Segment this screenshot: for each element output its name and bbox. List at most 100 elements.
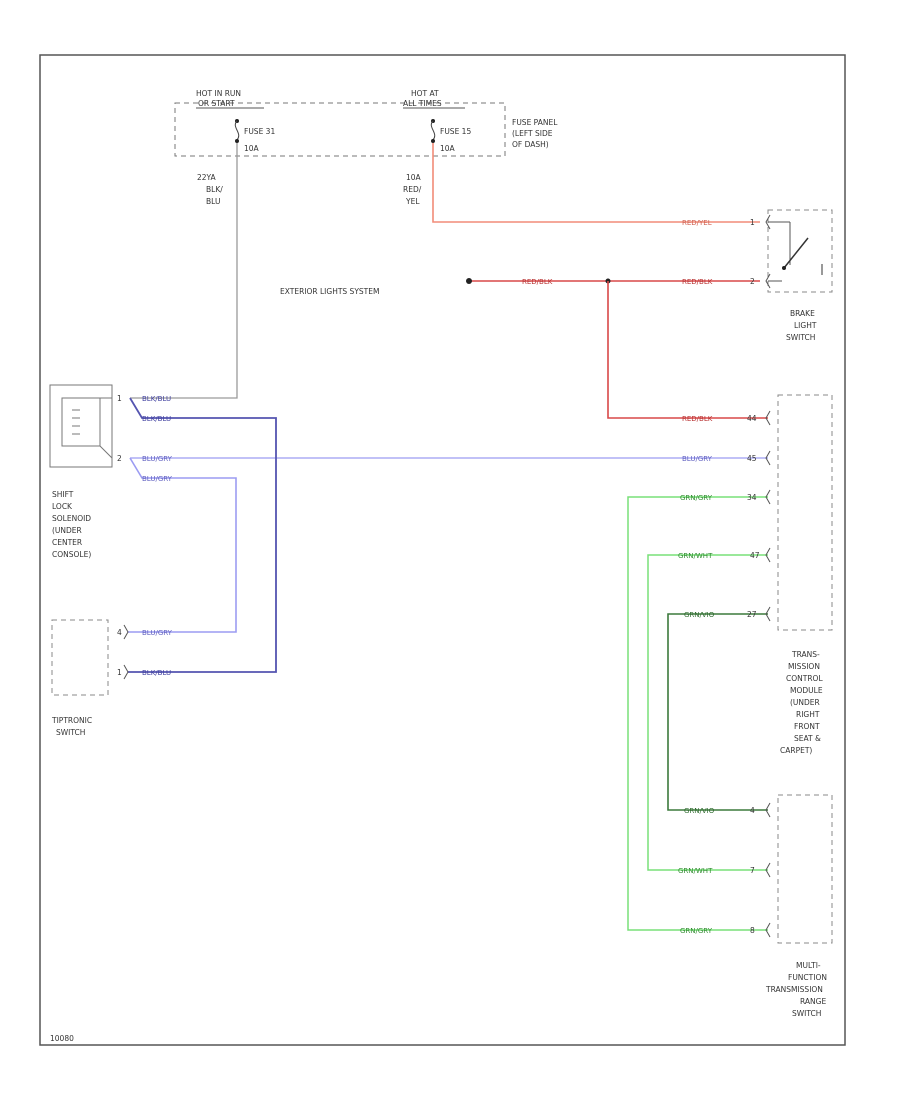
mfs-pin-8: 8 (750, 926, 755, 935)
tiptronic-switch-box (51, 619, 109, 696)
mfs-label-4: RANGE (800, 997, 826, 1006)
tcm-label-7: FRONT (794, 722, 820, 731)
tcm-pin-45: 45 (747, 454, 757, 463)
shift-lock-label-4: (UNDER (52, 526, 82, 535)
constant-feed-label-1: 10A (406, 173, 422, 182)
wire-label-tip-1: BLU/GRY (142, 629, 173, 637)
fuse-15-rating: 10A (440, 144, 456, 153)
tcm-label-8: SEAT & (794, 734, 821, 743)
wire-red-blk-tcm (607, 281, 768, 419)
tcm-pin-27: 27 (747, 610, 757, 619)
constant-feed-label-3: YEL (405, 197, 420, 206)
diagram-frame (39, 54, 846, 1046)
fuse-15-icon (430, 120, 436, 141)
tiptronic-label-2: SWITCH (56, 728, 85, 737)
solenoid-leads (99, 397, 113, 459)
wire-blk-blu-solenoid-loop (128, 397, 277, 673)
tcm-label-4: MODULE (790, 686, 823, 695)
brake-switch-label-2: LIGHT (794, 321, 817, 330)
tiptronic-pin-4: 4 (117, 628, 122, 637)
fuse-15-bottom-terminal (431, 139, 435, 143)
tcm-pin-47: 47 (750, 551, 760, 560)
wire-label-tip-2: BLK/BLU (142, 669, 171, 677)
tcm-label-1: TRANS- (791, 650, 820, 659)
tiptronic-pin-1: 1 (117, 668, 122, 677)
connector-arrows (123, 214, 771, 938)
wire-label-sol-2: BLK/BLU (142, 415, 171, 423)
wire-label-sol-4: BLU/GRY (142, 475, 173, 483)
mfs-label-3: TRANSMISSION (765, 985, 823, 994)
wire-green-outer (627, 496, 768, 931)
fuse-header-right-1: HOT AT (411, 89, 439, 98)
shift-lock-label-5: CENTER (52, 538, 82, 547)
wire-label-gry-6: GRN/GRY (680, 927, 713, 935)
wire-green-middle (647, 554, 768, 871)
exterior-lights-label: EXTERIOR LIGHTS SYSTEM (280, 287, 379, 296)
ignition-feed-label-3: BLU (206, 197, 220, 206)
solenoid-pin-2: 2 (117, 454, 122, 463)
constant-feed-label-2: RED/ (403, 185, 422, 194)
brake-switch-pin-2: 2 (750, 277, 755, 286)
shift-lock-solenoid-box (49, 384, 113, 468)
tcm-pin-34: 34 (747, 493, 757, 502)
solenoid-coil-icon (72, 409, 80, 435)
tcm-label-2: MISSION (788, 662, 820, 671)
brake-switch-label-3: SWITCH (786, 333, 815, 342)
tcm-label-5: (UNDER (790, 698, 820, 707)
wire-label-red-blk-down: RED/BLK (682, 415, 713, 423)
ignition-feed-label-1: 22YA (197, 173, 217, 182)
exterior-lights-arrow (466, 278, 472, 284)
wire-label-gry-1: GRN/GRY (680, 494, 713, 502)
mfs-label-2: FUNCTION (788, 973, 827, 982)
fuse-31-label: FUSE 31 (244, 127, 275, 136)
solenoid-coil-housing (61, 397, 101, 447)
wire-label-blu-gry-main: BLU/GRY (682, 455, 713, 463)
wire-blu-gry-solenoid-loop (128, 457, 237, 633)
mfs-pin-4: 4 (750, 806, 755, 815)
wire-label-red-blk-left: RED/BLK (522, 278, 553, 286)
tcm-pin-44: 44 (747, 414, 757, 423)
fuse-header-left-2: OR START (198, 99, 235, 108)
fuse-panel-label-2: (LEFT SIDE (512, 129, 553, 138)
fuse-31-icon (234, 120, 240, 141)
wire-label-sol-1: BLK/BLU (142, 395, 171, 403)
wire-label-red-blk-right: RED/BLK (682, 278, 713, 286)
brake-switch-box (767, 209, 833, 293)
brake-switch-pin-1: 1 (750, 218, 755, 227)
mfs-box (777, 794, 833, 944)
fuse-panel-box (174, 102, 506, 157)
tcm-label-6: RIGHT (796, 710, 820, 719)
shift-lock-label-2: LOCK (52, 502, 73, 511)
brake-switch-lever (783, 237, 809, 269)
wire-label-gry-3: GRN/VIO (684, 611, 715, 619)
mfs-label-5: SWITCH (792, 1009, 821, 1018)
shift-lock-label-3: SOLENOID (52, 514, 91, 523)
wire-red-yel (432, 143, 760, 223)
tiptronic-label-1: TIPTRONIC (51, 716, 92, 725)
tcm-label-9: CARPET) (780, 746, 812, 755)
fuse-header-right-2: ALL TIMES (403, 99, 442, 108)
shift-lock-label-1: SHIFT (52, 490, 74, 499)
fuse-15-label: FUSE 15 (440, 127, 471, 136)
wire-blk-blu-ignition (130, 143, 238, 399)
fuse-header-left-1: HOT IN RUN (196, 89, 241, 98)
fuse-31-rating: 10A (244, 144, 260, 153)
wire-label-gry-4: GRN/VIO (684, 807, 715, 815)
fuse-panel-label-3: OF DASH) (512, 140, 549, 149)
solenoid-pin-1: 1 (117, 394, 122, 403)
wire-label-red-yel: RED/YEL (682, 219, 712, 227)
brake-switch-label-1: BRAKE (790, 309, 815, 318)
shift-lock-label-6: CONSOLE) (52, 550, 91, 559)
fuse-31-bottom-terminal (235, 139, 239, 143)
tcm-label-3: CONTROL (786, 674, 823, 683)
mfs-pin-7: 7 (750, 866, 755, 875)
brake-switch-pivot (782, 266, 786, 270)
mfs-label-1: MULTI- (796, 961, 821, 970)
wire-label-sol-3: BLU/GRY (142, 455, 173, 463)
diagram-id: 10080 (50, 1034, 74, 1043)
fuse-panel-label-1: FUSE PANEL (512, 118, 558, 127)
ignition-feed-label-2: BLK/ (206, 185, 223, 194)
wire-label-gry-5: GRN/WHT (678, 867, 713, 875)
tcm-box (777, 394, 833, 631)
